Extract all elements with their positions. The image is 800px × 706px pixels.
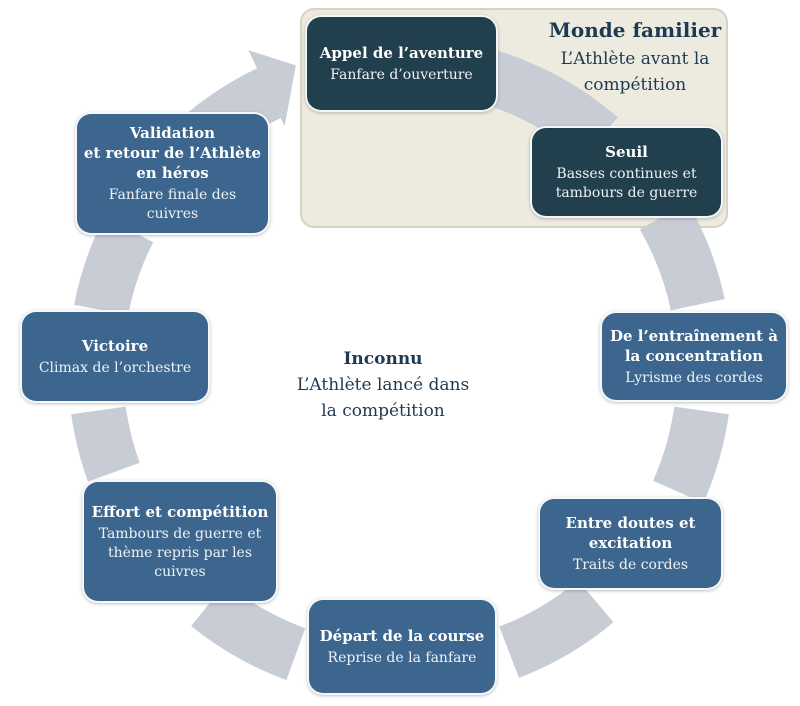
- box-title-line: Seuil: [605, 142, 648, 161]
- center-subtitle: L’Athlète lancé dans la compétition: [273, 372, 493, 424]
- box-subtitle: Fanfare finale des cuivres: [109, 186, 236, 224]
- box-subtitle-line: cuivres: [146, 206, 199, 222]
- box-title: Validation et retour de l’Athlète en héros: [84, 123, 261, 183]
- box-title-line: Appel de l’aventure: [319, 43, 484, 62]
- box-title-line: en héros: [136, 164, 209, 182]
- panel-subtitle-line: L’Athlète avant la: [560, 49, 710, 69]
- cycle-ring-segment: [191, 583, 306, 680]
- cycle-box-validation-retour-heros: Validation et retour de l’Athlète en héros…: [75, 112, 270, 235]
- box-title: Victoire: [82, 336, 148, 356]
- box-subtitle: Reprise de la fanfare: [328, 649, 477, 668]
- box-subtitle-line: Traits de cordes: [572, 556, 689, 573]
- box-title-line: Victoire: [81, 336, 149, 355]
- panel-subtitle: L’Athlète avant la compétition: [515, 46, 755, 98]
- center-title: Inconnu: [343, 349, 423, 369]
- box-subtitle: Basses continues et tambours de guerre: [556, 165, 698, 203]
- cycle-ring-segment: [74, 217, 154, 316]
- box-subtitle-line: cuivres: [154, 563, 206, 580]
- box-subtitle-line: Basses continues et: [556, 165, 697, 182]
- box-subtitle-line: Tambours de guerre et: [98, 525, 262, 542]
- cycle-ring-segment: [71, 406, 140, 482]
- box-subtitle-line: Fanfare finale des: [108, 187, 237, 203]
- box-subtitle: Fanfare d’ouverture: [330, 66, 472, 85]
- box-subtitle-line: thème repris par les: [107, 544, 253, 561]
- box-title-line: De l’entraînement à: [609, 326, 779, 345]
- box-title-line: Départ de la course: [319, 626, 485, 645]
- box-title-line: Effort et compétition: [91, 502, 269, 521]
- cycle-ring-segment: [653, 406, 729, 503]
- center-subtitle-line: la compétition: [321, 401, 445, 421]
- box-subtitle: Climax de l’orchestre: [39, 359, 191, 378]
- box-subtitle-line: Climax de l’orchestre: [38, 359, 192, 376]
- cycle-ring-segment: [499, 580, 614, 678]
- box-title: Effort et compétition: [92, 502, 269, 522]
- box-subtitle-line: Lyrisme des cordes: [625, 369, 763, 386]
- center-subtitle-line: L’Athlète lancé dans: [296, 375, 470, 395]
- box-title: Appel de l’aventure: [320, 43, 483, 63]
- box-title-line: Entre doutes et: [565, 513, 696, 532]
- box-title-line: excitation: [588, 533, 673, 552]
- box-subtitle: Traits de cordes: [573, 556, 688, 575]
- box-title: Seuil: [605, 142, 648, 162]
- center-label-inconnu: Inconnu L’Athlète lancé dans la compétit…: [273, 346, 493, 424]
- box-subtitle: Lyrisme des cordes: [625, 369, 763, 388]
- panel-label: Monde familier L’Athlète avant la compét…: [515, 16, 755, 98]
- box-title-line: la concentration: [624, 346, 764, 365]
- box-title-line: Validation: [129, 124, 216, 142]
- box-title: Départ de la course: [320, 626, 485, 646]
- box-subtitle: Tambours de guerre et thème repris par le…: [99, 525, 262, 582]
- box-subtitle-line: Fanfare d’ouverture: [330, 66, 473, 83]
- box-subtitle-line: Reprise de la fanfare: [327, 649, 477, 666]
- panel-subtitle-line: compétition: [583, 75, 687, 95]
- cycle-arrow-icon: [248, 50, 296, 127]
- box-subtitle-line: tambours de guerre: [555, 184, 698, 201]
- cycle-ring-segment: [639, 202, 725, 311]
- box-title-line: et retour de l’Athlète: [83, 144, 262, 162]
- panel-title: Monde familier: [548, 18, 722, 42]
